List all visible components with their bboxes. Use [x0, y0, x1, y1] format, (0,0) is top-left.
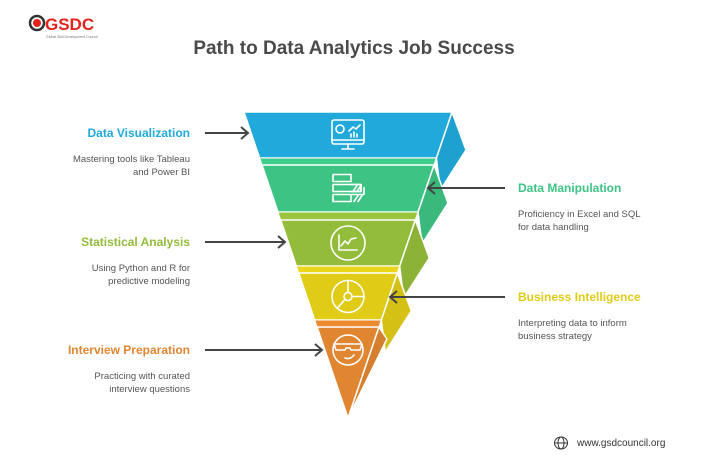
table-row-glyph	[332, 193, 352, 203]
table-row-glyph	[332, 173, 352, 183]
bar-glyph	[350, 183, 365, 196]
monitor-stand	[341, 143, 355, 150]
funnel-ledge-statistical-analysis	[277, 211, 419, 221]
globe-logo-icon	[28, 14, 46, 32]
globe-icon	[554, 436, 568, 450]
desc-line: Proficiency in Excel and SQL	[518, 209, 641, 220]
logo-tagline: Global Skill Development Council	[46, 35, 98, 39]
table-bars-icon	[332, 173, 365, 203]
desc-line: Practicing with curated	[94, 371, 190, 382]
line-chart-icon	[330, 225, 366, 261]
desc-line: predictive modeling	[108, 276, 190, 287]
desc-line: Interpreting data to inform	[518, 318, 627, 329]
funnel-band-data-manipulation	[260, 164, 436, 213]
desc-line: interview questions	[109, 384, 190, 395]
stage-heading-data-manipulation: Data Manipulation	[518, 181, 622, 195]
funnel-band-data-visualization	[242, 111, 454, 159]
stage-desc-data-manipulation: Proficiency in Excel and SQL for data han…	[518, 208, 641, 234]
pie-chart-icon	[331, 279, 365, 314]
stage-heading-data-visualization: Data Visualization	[87, 126, 190, 140]
pie-glyph	[335, 124, 345, 134]
hatch-glyph	[352, 184, 363, 203]
monitor-chart-icon	[331, 119, 365, 150]
smile-glyph	[344, 354, 355, 360]
circle-glyph	[330, 225, 366, 261]
stage-desc-business-intelligence: Interpreting data to inform business stra…	[518, 317, 627, 343]
line-glyph	[338, 234, 358, 251]
face-glyph	[332, 334, 364, 366]
chart-glyph	[348, 124, 361, 138]
arrow-interview-preparation	[205, 343, 324, 357]
arrow-business-intelligence	[388, 290, 505, 304]
website-link[interactable]: www.gsdcouncil.org	[577, 438, 666, 449]
page-title: Path to Data Analytics Job Success	[193, 38, 515, 59]
arrow-statistical-analysis	[205, 235, 287, 249]
stage-heading-statistical-analysis: Statistical Analysis	[81, 235, 190, 249]
desc-line: Mastering tools like Tableau	[72, 154, 190, 165]
sunglasses-glyph	[333, 343, 363, 351]
arrow-data-manipulation	[426, 181, 505, 195]
arrow-data-visualization	[205, 126, 250, 140]
stage-heading-interview-preparation: Interview Preparation	[67, 343, 190, 357]
funnel-ledge-data-manipulation	[258, 157, 438, 166]
stage-desc-statistical-analysis: Using Python and R for predictive modelin…	[92, 262, 190, 288]
desc-line: and Power BI	[132, 167, 190, 178]
desc-line: Using Python and R for	[91, 263, 190, 274]
desc-line: for data handling	[518, 222, 589, 233]
stage-desc-interview-preparation: Practicing with curated interview questio…	[94, 370, 190, 396]
desc-line: business strategy	[518, 331, 592, 342]
cool-face-icon	[332, 334, 364, 366]
logo-text: GSDC	[45, 15, 95, 34]
funnel-ledge-interview-preparation	[314, 319, 382, 328]
funnel-ledge-business-intelligence	[295, 265, 401, 274]
stage-heading-business-intelligence: Business Intelligence	[518, 290, 641, 304]
stage-desc-data-visualization: Mastering tools like Tableau and Power BI	[73, 153, 190, 179]
spoke-glyph	[336, 279, 365, 310]
